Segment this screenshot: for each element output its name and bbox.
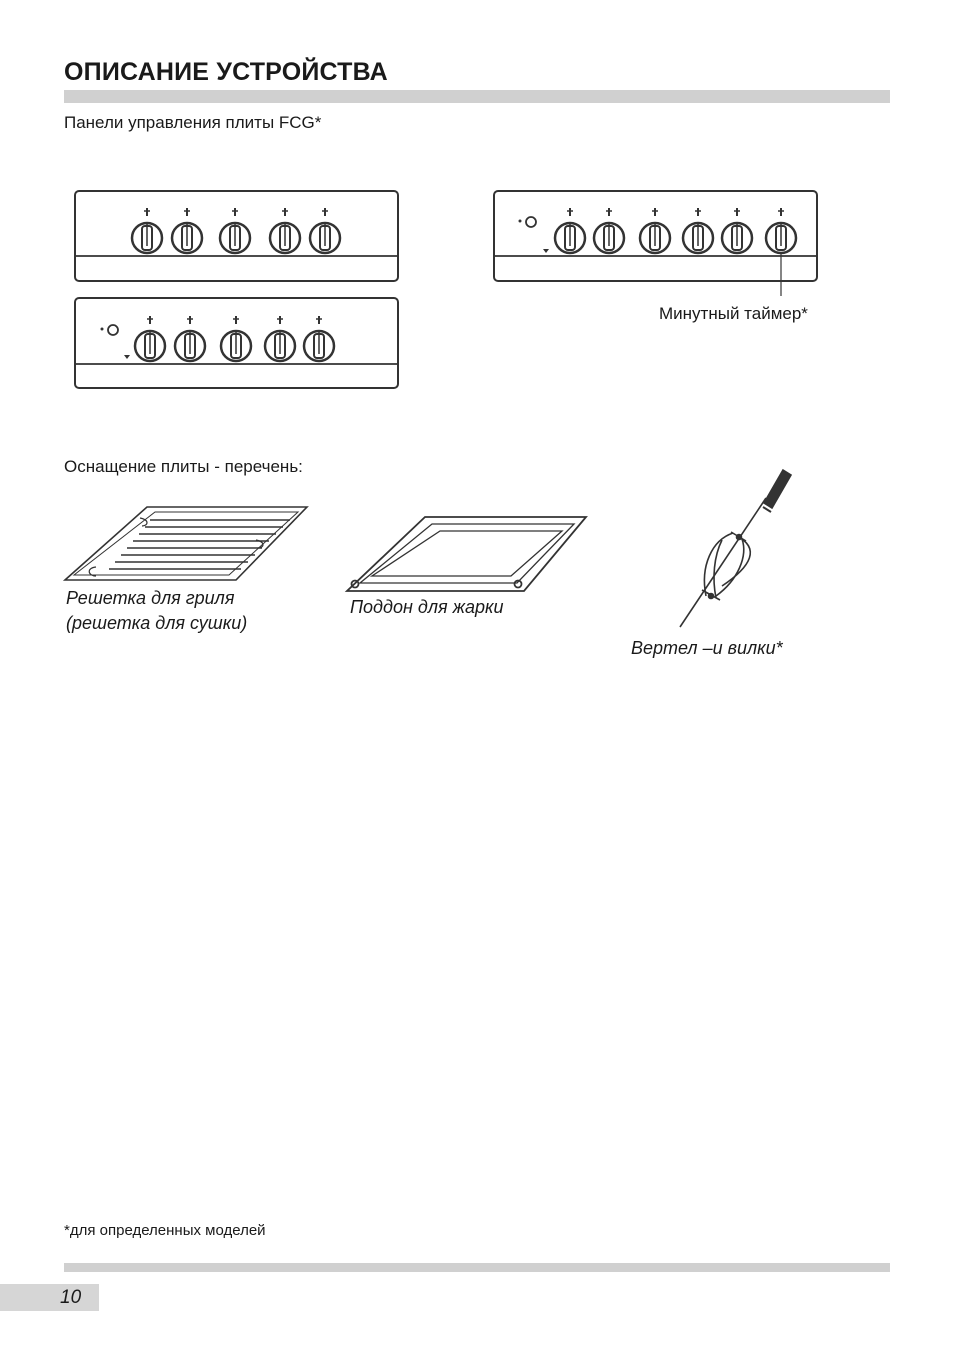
control-panel-five-knobs	[74, 190, 399, 282]
indicator-light-icon	[107, 324, 119, 336]
timer-label: Минутный таймер*	[659, 304, 808, 323]
page-title: ОПИСАНИЕ УСТРОЙСТВА	[64, 58, 388, 86]
footnote: *для определенных моделей	[64, 1222, 266, 1239]
rotisserie-spit-illustration	[679, 468, 793, 628]
control-panel-light-five-knobs	[74, 297, 399, 389]
grill-rack-caption-line2: (решетка для сушки)	[66, 613, 248, 633]
roasting-tray-illustration	[344, 516, 588, 592]
header-rule	[64, 90, 890, 103]
grill-rack-caption-line1: Решетка для гриля	[66, 588, 235, 608]
footer-rule	[64, 1263, 890, 1272]
page-number-box	[0, 1284, 99, 1311]
rotisserie-spit-caption: Вертел –и вилки*	[631, 638, 783, 658]
accessories-caption: Оснащение плиты - перечень:	[64, 457, 303, 476]
indicator-light-icon	[525, 216, 537, 228]
page-number: 10	[60, 1287, 82, 1308]
grill-rack-illustration	[62, 506, 309, 581]
illustrations	[62, 190, 818, 628]
grill-rack-caption: Решетка для гриля (решетка для сушки)	[66, 586, 247, 636]
roasting-tray-caption: Поддон для жарки	[350, 597, 504, 617]
control-panel-light-six-knobs	[493, 190, 818, 296]
panels-caption: Панели управления плиты FCG*	[64, 113, 322, 132]
